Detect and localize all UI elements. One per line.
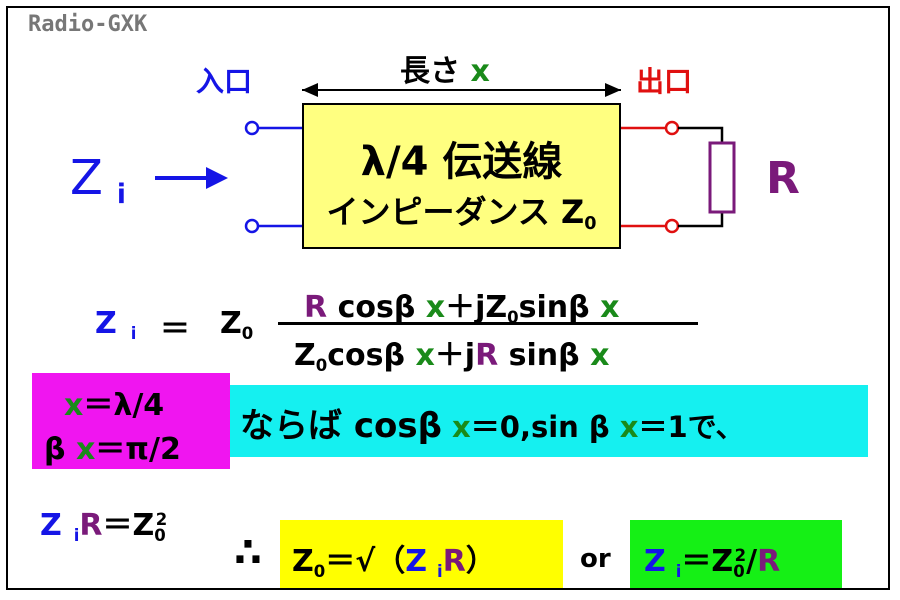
num-plus-jz: ＋jZ xyxy=(445,290,508,325)
result-div-box xyxy=(630,520,842,588)
sqrt-zisub: i xyxy=(437,561,443,581)
or-text: or xyxy=(580,544,611,574)
num-cos: cosβ xyxy=(337,290,416,325)
then-part3: ＝1で、 xyxy=(638,410,745,444)
cond1-rest: ＝λ/4 xyxy=(83,388,165,423)
den-plus-j: ＋j xyxy=(434,338,476,373)
div-r: R xyxy=(757,544,781,579)
line-subtitle-sub: 0 xyxy=(584,214,597,235)
num-x1: x xyxy=(425,290,446,325)
length-arrow xyxy=(302,83,621,97)
line-title: λ/4 伝送線 xyxy=(360,139,563,185)
then-part1: ならば cosβ xyxy=(240,406,442,446)
formula-lhs-main: Z xyxy=(95,306,117,341)
sqrt-r: R xyxy=(442,544,466,579)
condition-line-2: β x＝π/2 xyxy=(44,424,181,468)
cond1-x: x xyxy=(64,388,84,423)
formula-z0-main: Z xyxy=(220,306,242,341)
watermark: Radio-GXK xyxy=(28,12,148,37)
therefore-symbol: ∴ xyxy=(234,530,262,576)
div-z0sup: 2 xyxy=(734,546,747,566)
sqrt-z: Z xyxy=(292,544,314,579)
formula-denominator: Z0cosβ x＋jR sinβ x xyxy=(294,330,610,375)
then-x2: x xyxy=(619,410,639,444)
output-label: 出口 xyxy=(636,65,693,98)
formula-z0: Z0 xyxy=(220,306,254,343)
line-subtitle-text: インピーダンス Z xyxy=(326,193,585,231)
load-label: R xyxy=(766,153,800,204)
formula-equals: ＝ xyxy=(160,312,190,347)
input-arrow xyxy=(155,167,228,189)
den-sin: sinβ xyxy=(508,338,580,373)
sqrt-close: ） xyxy=(465,544,496,579)
length-var: x xyxy=(470,54,490,89)
num-z0-sub: 0 xyxy=(507,307,519,327)
fraction-bar xyxy=(278,322,698,325)
input-label: 入口 xyxy=(196,65,253,98)
sqrt-zsub: 0 xyxy=(313,561,326,581)
cond2-x: x xyxy=(75,432,96,467)
num-sin: sinβ xyxy=(518,290,590,325)
result-left-r: R xyxy=(79,508,103,543)
sqrt-zi: Z xyxy=(405,544,428,579)
then-box xyxy=(230,385,868,457)
div-slash: / xyxy=(746,544,758,579)
div-zisub: i xyxy=(675,561,682,581)
formula-z0-sub: 0 xyxy=(241,323,254,343)
den-cos: cosβ xyxy=(327,338,405,373)
den-x2: x xyxy=(590,338,610,373)
input-wires xyxy=(244,120,302,234)
load-resistor xyxy=(708,141,736,214)
den-r: R xyxy=(475,338,499,373)
result-sqrt-box xyxy=(280,520,563,588)
formula-numerator: R cosβ x＋jZ0sinβ x xyxy=(304,282,620,327)
then-part2: ＝0,sin β xyxy=(470,410,610,444)
den-z0: Z xyxy=(294,338,316,373)
outer-frame xyxy=(6,6,890,590)
den-x1: x xyxy=(415,338,435,373)
then-x1: x xyxy=(452,410,471,444)
conditions-box xyxy=(32,373,230,469)
line-subtitle: インピーダンス Z0 xyxy=(304,187,619,235)
then-text: ならば cosβ x＝0,sin β x＝1で、 xyxy=(240,398,745,447)
zi-sub: i xyxy=(116,179,126,211)
result-left-z: Z xyxy=(40,508,62,543)
length-prefix: 長さ xyxy=(400,54,460,89)
output-wires xyxy=(621,120,724,234)
div-zi: Z xyxy=(644,544,666,579)
sqrt-eq: ＝√（ xyxy=(325,544,406,579)
result-left-eq: ＝Z xyxy=(102,508,155,543)
div-eq: ＝Z xyxy=(681,544,734,579)
zi-main: Z xyxy=(70,150,103,206)
formula-lhs-sub: i xyxy=(130,323,137,343)
num-x2: x xyxy=(600,290,620,325)
cond2-rest: ＝π/2 xyxy=(95,432,181,467)
condition-line-1: x＝λ/4 xyxy=(64,380,164,424)
result-left-z0sub: 0 xyxy=(154,525,166,545)
cond2-beta: β xyxy=(44,432,66,467)
length-label: 長さ x xyxy=(400,46,490,90)
transmission-line-box: λ/4 伝送線 インピーダンス Z0 xyxy=(302,103,621,249)
div-z0sub: 0 xyxy=(733,561,745,581)
den-z0-sub: 0 xyxy=(315,355,328,375)
result-left-z0sup: 2 xyxy=(155,510,168,530)
num-r: R xyxy=(304,290,328,325)
result-left-zsub: i xyxy=(73,525,80,545)
